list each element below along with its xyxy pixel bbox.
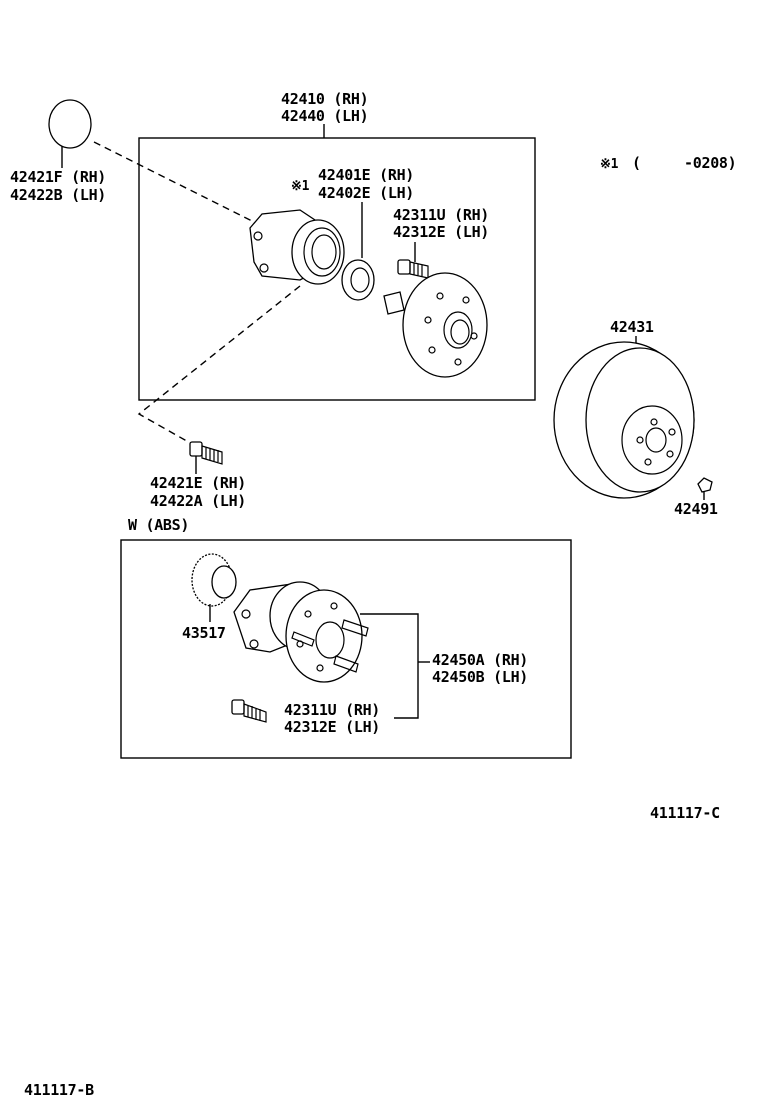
- upper-bolt-label-lh: 42312E (LH): [393, 223, 489, 241]
- note-open-paren: (: [632, 154, 641, 172]
- diagram-code-left: 411117-B: [24, 1081, 94, 1099]
- abs-hub-housing-drawing: [233, 581, 369, 683]
- upper-title-lh: 42440 (LH): [281, 107, 368, 125]
- upper-hub-assembly: 42410 (RH) 42440 (LH) ※1 42401E (RH) 424…: [138, 90, 536, 401]
- bearing-label-lh: 42402E (LH): [318, 184, 414, 202]
- abs-header: W (ABS): [128, 516, 189, 534]
- hub-bolt: 42421E (RH) 42422A (LH): [137, 285, 301, 510]
- brake-disc-drawing: [553, 341, 695, 499]
- abs-assembly-box: [120, 539, 572, 759]
- note-symbol: ※1: [600, 157, 619, 172]
- upper-title-rh: 42410 (RH): [281, 90, 368, 108]
- diagram-code-right: 411117-C: [650, 804, 720, 822]
- abs-bolt-drawing: [231, 699, 267, 723]
- hub-bolt-dashed-leader: [137, 285, 301, 445]
- disc-screw-drawing: [697, 477, 713, 493]
- bearing-label-rh: 42401E (RH): [318, 166, 414, 184]
- cap-label-lh: 42422B (LH): [10, 186, 106, 204]
- disc-screw-label: 42491: [674, 500, 718, 518]
- upper-assembly-box: [138, 137, 536, 401]
- hub-assembly-bracket: [360, 613, 419, 719]
- abs-hub-label-rh: 42450A (RH): [432, 651, 528, 669]
- grease-cap: 42421F (RH) 42422B (LH): [10, 99, 255, 223]
- hub-flange-drawing: [383, 272, 488, 378]
- stud-bolt-drawing: [397, 259, 429, 279]
- bearing-mark: ※1: [291, 179, 310, 194]
- sensor-rotor-drawing: [191, 553, 237, 607]
- upper-bolt-label-rh: 42311U (RH): [393, 206, 489, 224]
- note-range: -0208): [684, 154, 736, 172]
- brake-disc: 42431 42491: [553, 318, 718, 518]
- bearing-housing-drawing: [249, 209, 345, 285]
- cap-label-rh: 42421F (RH): [10, 168, 106, 186]
- bearing-ring-drawing: [341, 259, 375, 301]
- hub-bolt-label-lh: 42422A (LH): [150, 492, 246, 510]
- abs-hub-assembly: W (ABS) 43517: [120, 516, 572, 759]
- abs-bolt-label-rh: 42311U (RH): [284, 701, 380, 719]
- rotor-label: 43517: [182, 624, 226, 642]
- abs-hub-label-lh: 42450B (LH): [432, 668, 528, 686]
- hub-bolt-drawing: [189, 441, 223, 465]
- hub-bolt-label-rh: 42421E (RH): [150, 474, 246, 492]
- production-note: ※1 ( -0208): [600, 154, 737, 172]
- grease-cap-drawing: [48, 99, 92, 149]
- abs-bolt-label-lh: 42312E (LH): [284, 718, 380, 736]
- disc-part-label: 42431: [610, 318, 654, 336]
- cap-dashed-leader: [93, 141, 255, 223]
